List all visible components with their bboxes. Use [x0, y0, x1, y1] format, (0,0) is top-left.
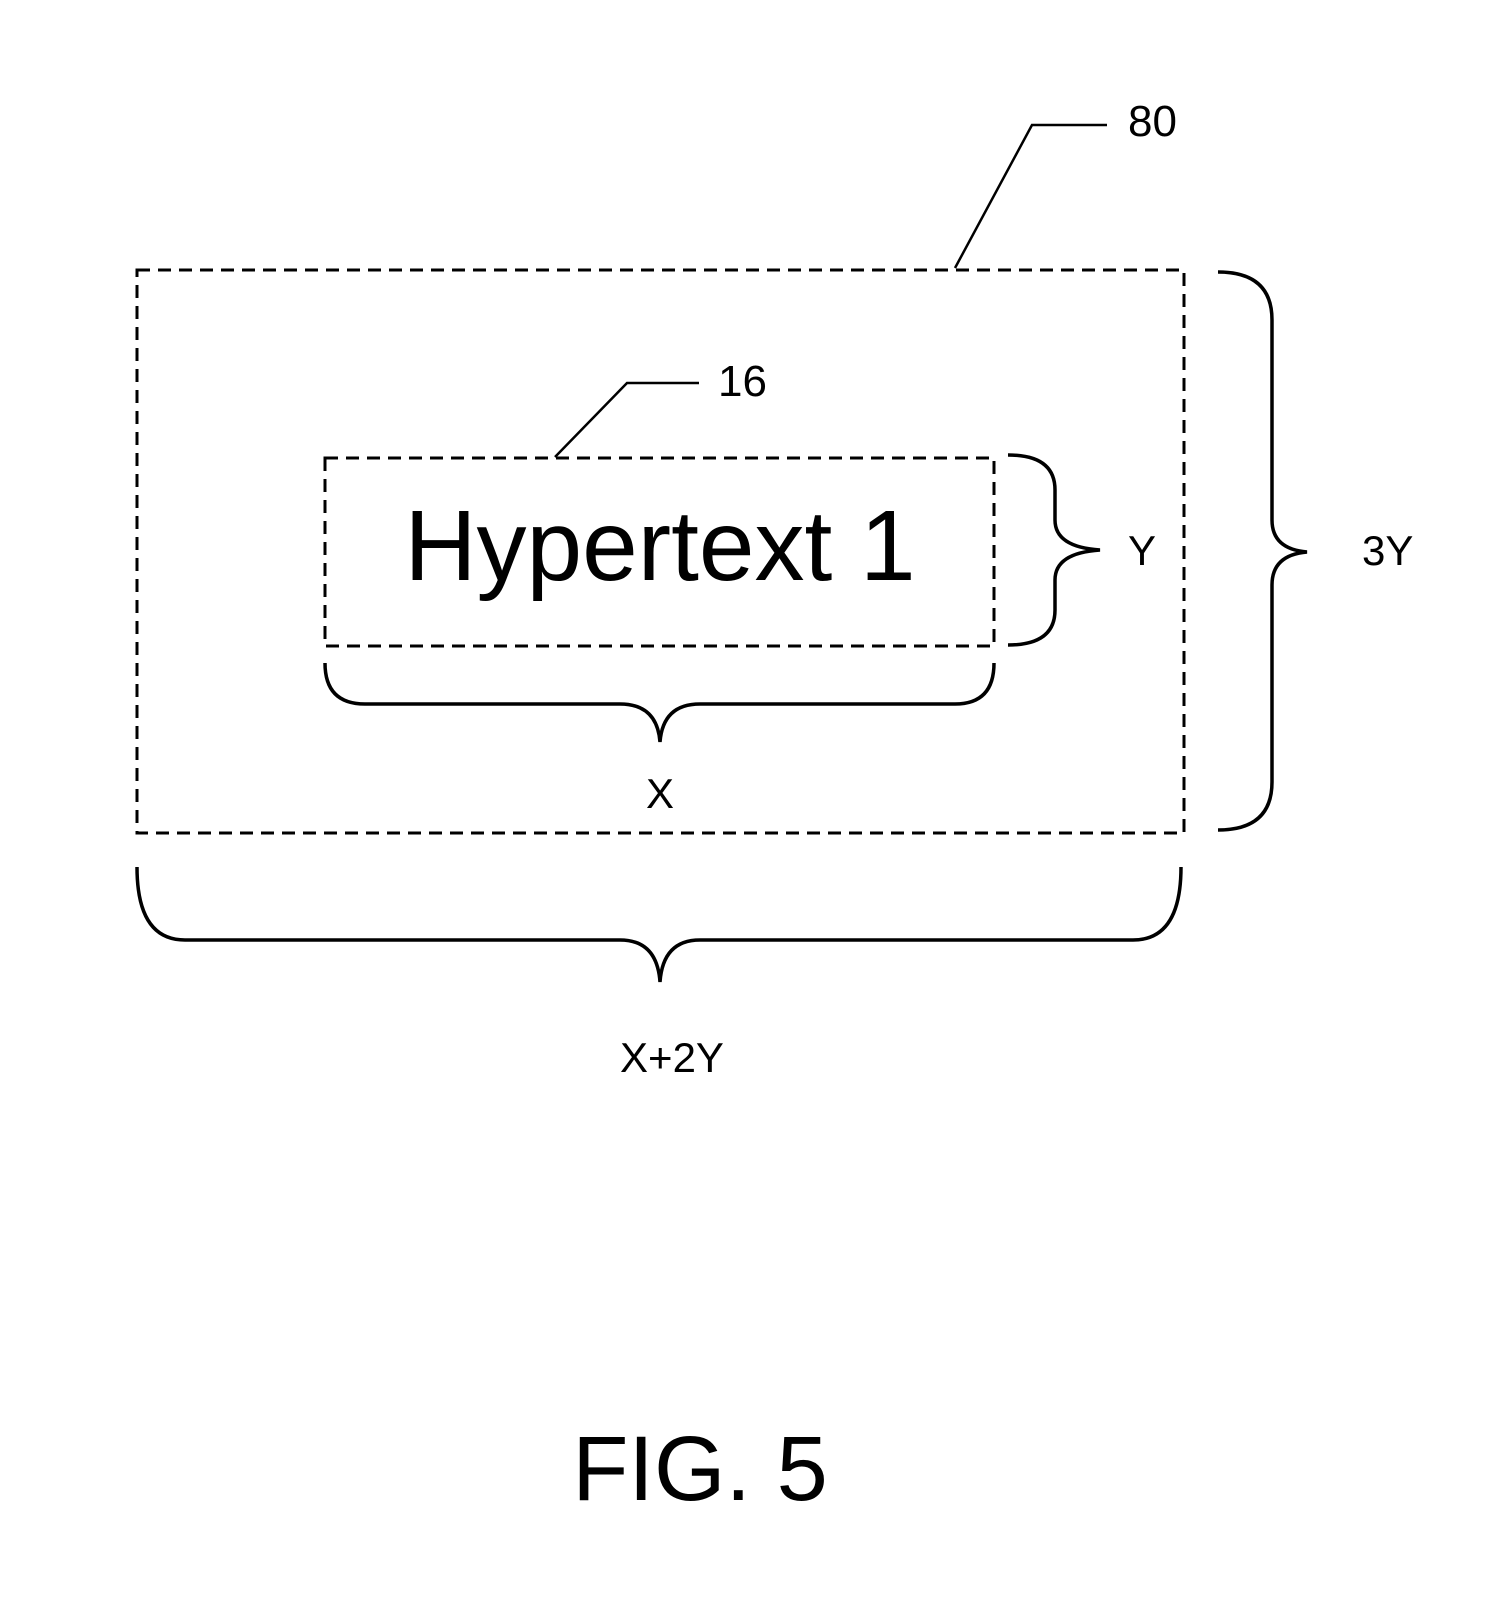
outer-width-label: X+2Y [620, 1034, 724, 1081]
outer-height-brace [1218, 272, 1307, 830]
outer-region-reference-numeral: 80 [1128, 97, 1177, 146]
figure-caption: FIG. 5 [572, 1418, 828, 1520]
inner-width-label: X [646, 770, 674, 817]
outer-height-label: 3Y [1362, 527, 1413, 574]
hypertext-label: Hypertext 1 [404, 490, 915, 602]
inner-height-brace [1008, 455, 1100, 645]
inner-width-brace [325, 663, 994, 742]
outer-region-leader-line [955, 125, 1107, 268]
inner-height-label: Y [1128, 527, 1156, 574]
inner-region-reference-numeral: 16 [718, 357, 767, 406]
inner-region-leader-line [555, 383, 699, 457]
outer-width-brace [137, 867, 1181, 982]
